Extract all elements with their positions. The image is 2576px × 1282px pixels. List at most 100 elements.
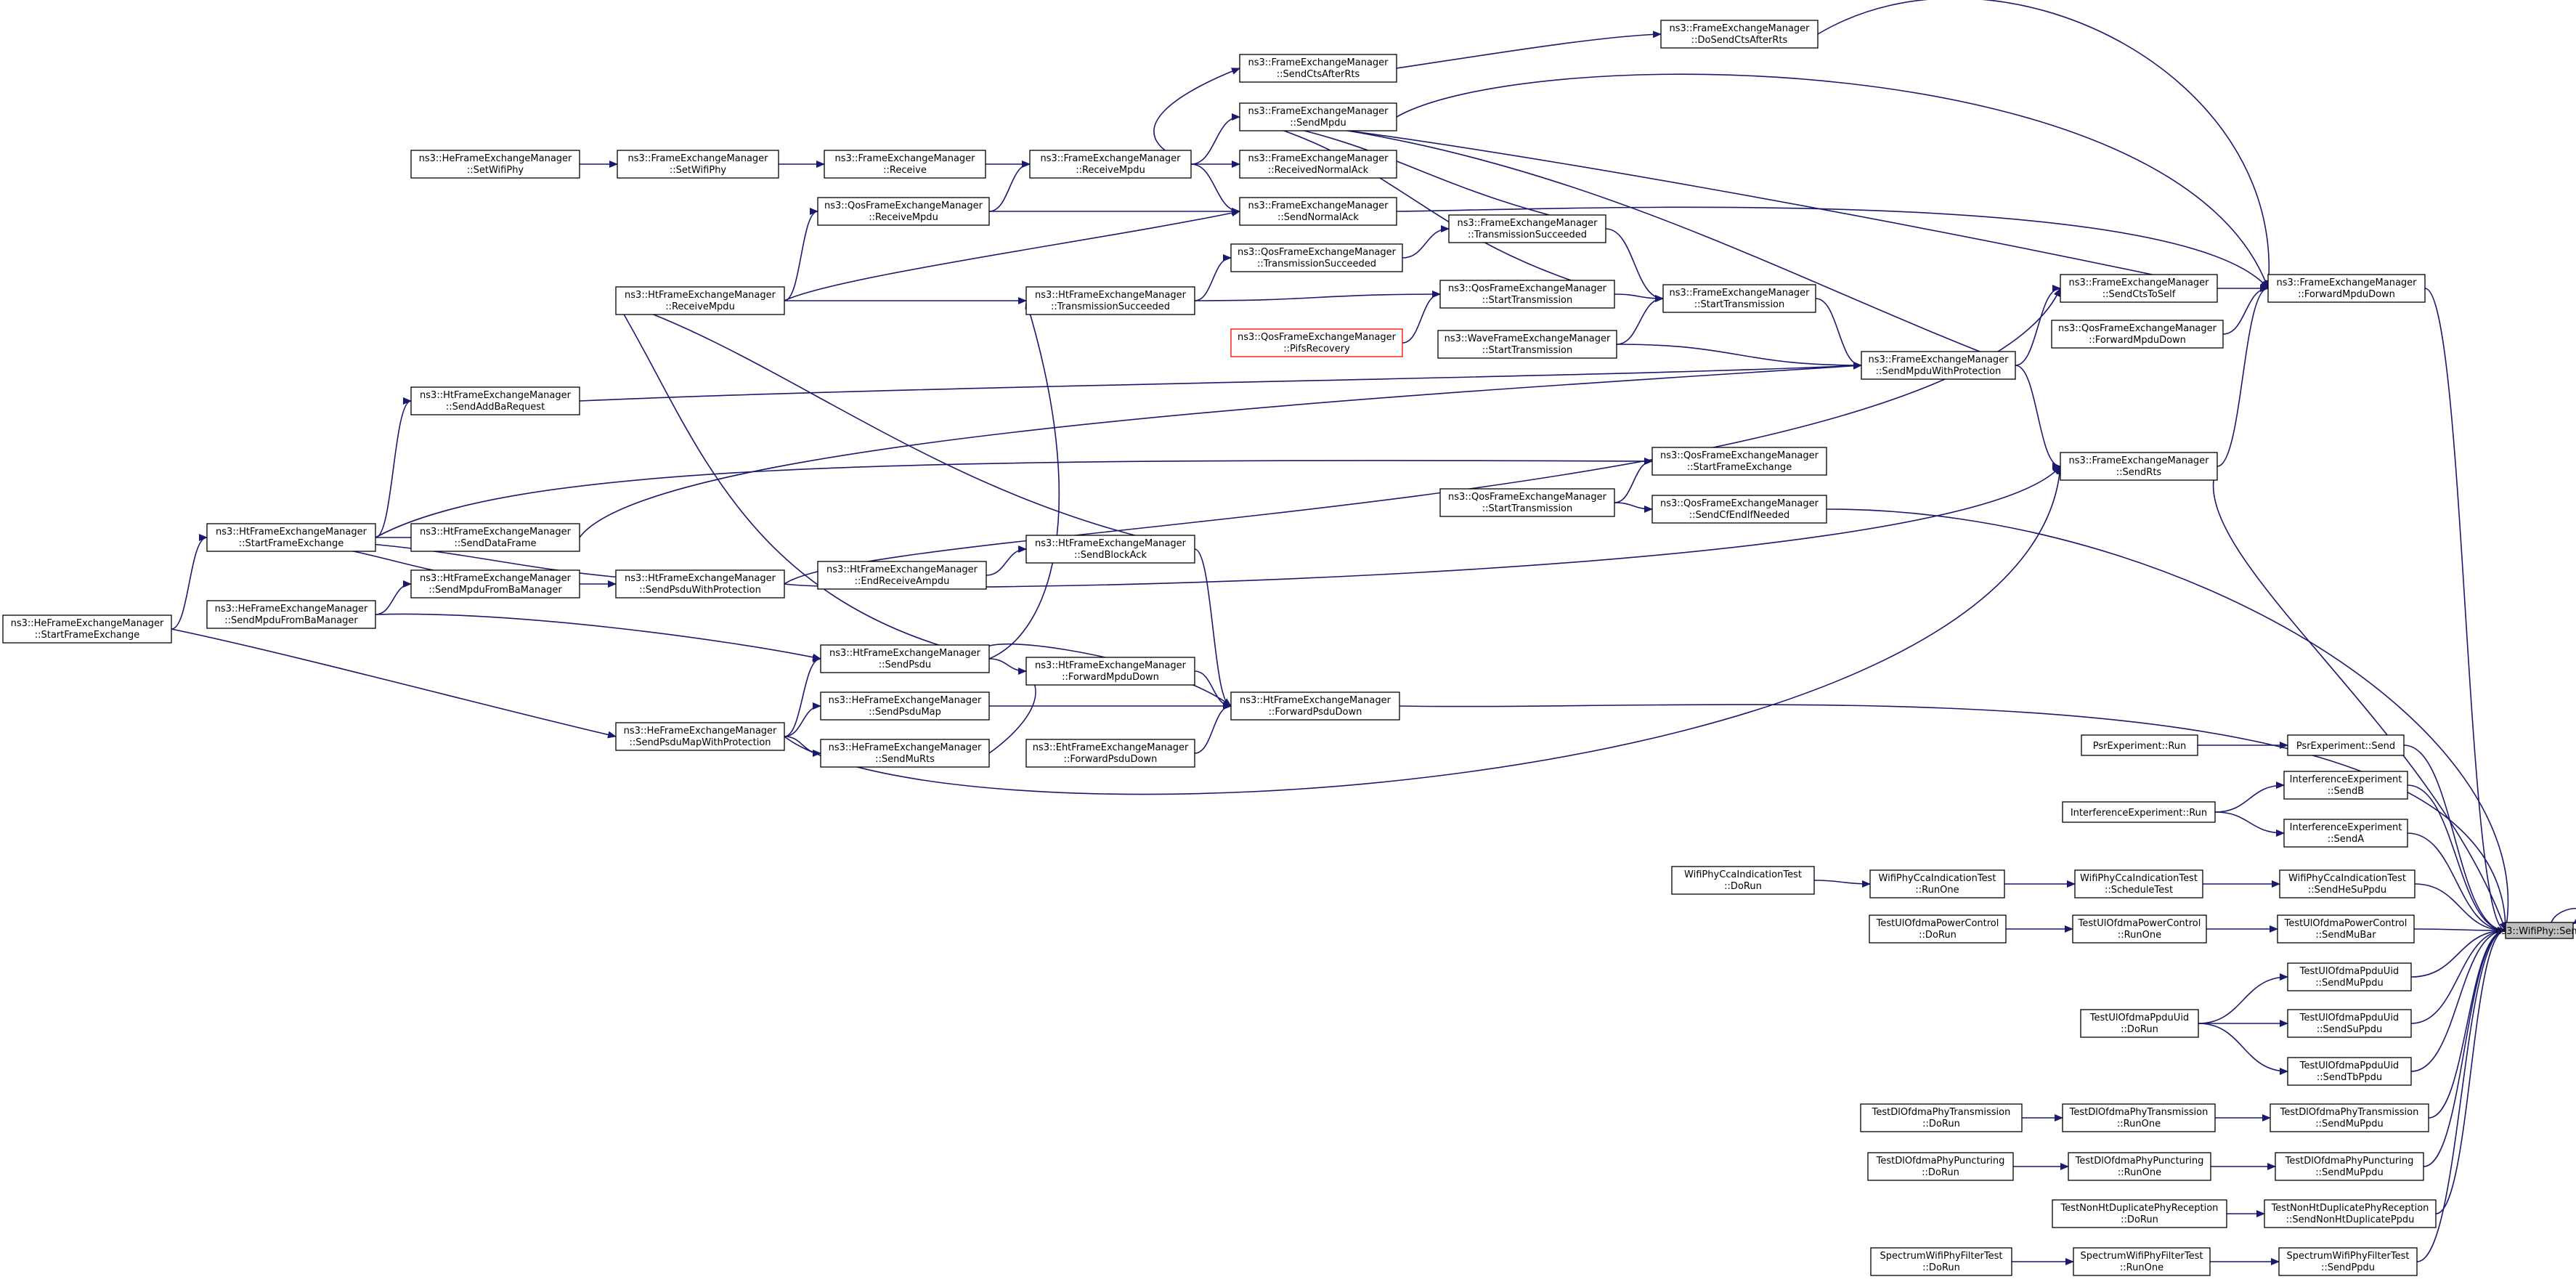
graph-node-n52[interactable]: TestUlOfdmaPowerControl::DoRun bbox=[1869, 914, 2007, 944]
graph-node-n56[interactable]: TestUlOfdmaPpduUid::SendMuPpdu bbox=[2287, 962, 2412, 991]
graph-node-n67[interactable]: TestNonHtDuplicatePhyReception::SendNonH… bbox=[2264, 1199, 2437, 1228]
graph-node-n20[interactable]: ns3::FrameExchangeManager::ForwardMpduDo… bbox=[2267, 274, 2426, 303]
graph-node-n40[interactable]: ns3::HeFrameExchangeManager::SendPsduMap… bbox=[615, 722, 785, 751]
graph-node-n38[interactable]: ns3::HeFrameExchangeManager::SendPsduMap bbox=[820, 691, 990, 721]
graph-node-n64[interactable]: TestDlOfdmaPhyPuncturing::RunOne bbox=[2068, 1152, 2211, 1181]
graph-node-n39[interactable]: ns3::HtFrameExchangeManager::ForwardPsdu… bbox=[1230, 691, 1400, 721]
node-box bbox=[1869, 869, 2005, 898]
graph-node-n49[interactable]: WifiPhyCcaIndicationTest::RunOne bbox=[1869, 869, 2005, 898]
graph-node-n28[interactable]: ns3::HtFrameExchangeManager::StartFrameE… bbox=[206, 523, 376, 552]
graph-node-n50[interactable]: WifiPhyCcaIndicationTest::ScheduleTest bbox=[2074, 869, 2203, 898]
graph-node-n69[interactable]: SpectrumWifiPhyFilterTest::RunOne bbox=[2073, 1247, 2211, 1276]
graph-node-n46[interactable]: InterferenceExperiment::Run bbox=[2062, 801, 2216, 823]
graph-node-n31[interactable]: ns3::HtFrameExchangeManager::EndReceiveA… bbox=[817, 561, 987, 590]
graph-node-n6[interactable]: ns3::HtFrameExchangeManager::ReceiveMpdu bbox=[615, 286, 785, 315]
graph-node-n58[interactable]: TestUlOfdmaPpduUid::SendSuPpdu bbox=[2287, 1009, 2412, 1038]
graph-node-n45[interactable]: InterferenceExperiment::SendB bbox=[2283, 771, 2408, 800]
graph-node-n15[interactable]: ns3::QosFrameExchangeManager::StartTrans… bbox=[1439, 280, 1615, 309]
graph-node-n37[interactable]: ns3::HtFrameExchangeManager::ForwardMpdu… bbox=[1025, 657, 1195, 686]
graph-node-n61[interactable]: TestDlOfdmaPhyTransmission::RunOne bbox=[2062, 1103, 2216, 1132]
call-edge-n14-n13 bbox=[1194, 254, 1232, 301]
graph-node-n42[interactable]: ns3::EhtFrameExchangeManager::ForwardPsd… bbox=[1025, 739, 1195, 768]
graph-node-n33[interactable]: ns3::HtFrameExchangeManager::SendPsduWit… bbox=[615, 569, 785, 599]
graph-node-n11[interactable]: ns3::FrameExchangeManager::SendNormalAck bbox=[1239, 197, 1397, 226]
graph-node-n19[interactable]: ns3::FrameExchangeManager::SendCtsToSelf bbox=[2060, 274, 2218, 303]
node-label: InterferenceExperiment bbox=[2290, 774, 2402, 785]
graph-node-n44[interactable]: PsrExperiment::Send bbox=[2287, 734, 2405, 756]
graph-node-n1[interactable]: ns3::HeFrameExchangeManager::SetWifiPhy bbox=[410, 150, 580, 179]
graph-node-n54[interactable]: TestUlOfdmaPowerControl::SendMuBar bbox=[2277, 914, 2415, 944]
call-edge-n57-n59 bbox=[2198, 1023, 2288, 1075]
graph-node-n22[interactable]: ns3::FrameExchangeManager::SendMpduWithP… bbox=[1861, 351, 2016, 380]
graph-node-n16[interactable]: ns3::FrameExchangeManager::StartTransmis… bbox=[1662, 284, 1816, 313]
node-label: ::SendCtsAfterRts bbox=[1277, 69, 1360, 80]
graph-node-n41[interactable]: ns3::HeFrameExchangeManager::SendMuRts bbox=[820, 739, 990, 768]
graph-node-n63[interactable]: TestDlOfdmaPhyPuncturing::DoRun bbox=[1867, 1152, 2014, 1181]
node-label: ns3::QosFrameExchangeManager bbox=[1448, 492, 1607, 503]
graph-node-n4[interactable]: ns3::FrameExchangeManager::ReceiveMpdu bbox=[1029, 150, 1192, 179]
graph-node-n51[interactable]: WifiPhyCcaIndicationTest::SendHeSuPpdu bbox=[2279, 869, 2415, 898]
graph-node-n35[interactable]: ns3::HeFrameExchangeManager::StartFrameE… bbox=[2, 614, 172, 644]
graph-node-n30[interactable]: ns3::HtFrameExchangeManager::SendBlockAc… bbox=[1025, 535, 1195, 564]
node-label: SpectrumWifiPhyFilterTest bbox=[2081, 1251, 2203, 1262]
graph-node-n60[interactable]: TestDlOfdmaPhyTransmission::DoRun bbox=[1860, 1103, 2023, 1132]
graph-node-n18[interactable]: ns3::WaveFrameExchangeManager::StartTran… bbox=[1437, 330, 1617, 359]
node-label: ::TransmissionSucceeded bbox=[1468, 230, 1587, 240]
graph-node-n14[interactable]: ns3::HtFrameExchangeManager::Transmissio… bbox=[1025, 286, 1195, 315]
node-box bbox=[2081, 734, 2198, 756]
graph-node-n66[interactable]: TestNonHtDuplicatePhyReception::DoRun bbox=[2052, 1199, 2227, 1228]
graph-node-n23[interactable]: ns3::HtFrameExchangeManager::SendAddBaRe… bbox=[410, 386, 580, 415]
graph-node-n68[interactable]: SpectrumWifiPhyFilterTest::DoRun bbox=[1870, 1247, 2012, 1276]
graph-node-n65[interactable]: TestDlOfdmaPhyPuncturing::SendMuPpdu bbox=[2275, 1152, 2424, 1181]
node-label: TestUlOfdmaPowerControl bbox=[2284, 918, 2408, 929]
graph-node-n8[interactable]: ns3::FrameExchangeManager::DoSendCtsAfte… bbox=[1660, 20, 1819, 49]
call-edge-n12-n16 bbox=[1605, 228, 1664, 302]
node-label: TestUlOfdmaPowerControl bbox=[2078, 918, 2201, 929]
graph-node-n47[interactable]: InterferenceExperiment::SendA bbox=[2283, 819, 2408, 848]
graph-node-n70[interactable]: SpectrumWifiPhyFilterTest::SendPpdu bbox=[2278, 1247, 2418, 1276]
graph-node-n57[interactable]: TestUlOfdmaPpduUid::DoRun bbox=[2080, 1009, 2199, 1038]
graph-node-n10[interactable]: ns3::FrameExchangeManager::ReceivedNorma… bbox=[1239, 150, 1397, 179]
graph-node-n24[interactable]: ns3::QosFrameExchangeManager::StartFrame… bbox=[1651, 447, 1827, 476]
graph-node-n5[interactable]: ns3::QosFrameExchangeManager::ReceiveMpd… bbox=[817, 197, 990, 226]
node-label: ns3::FrameExchangeManager bbox=[1248, 153, 1389, 164]
graph-node-n17[interactable]: ns3::QosFrameExchangeManager::PifsRecove… bbox=[1230, 328, 1403, 357]
call-edge-n7-n8 bbox=[1396, 31, 1662, 69]
graph-node-n13[interactable]: ns3::QosFrameExchangeManager::Transmissi… bbox=[1230, 243, 1403, 272]
graph-node-n29[interactable]: ns3::HtFrameExchangeManager::SendDataFra… bbox=[410, 523, 580, 552]
graph-node-n2[interactable]: ns3::FrameExchangeManager::SetWifiPhy bbox=[617, 150, 779, 179]
graph-node-n36[interactable]: ns3::HtFrameExchangeManager::SendPsdu bbox=[820, 644, 990, 673]
node-label: ::SendCtsToSelf bbox=[2102, 289, 2176, 300]
node-label: ::SendNonHtDuplicatePpdu bbox=[2286, 1214, 2415, 1225]
graph-node-n25[interactable]: ns3::FrameExchangeManager::SendRts bbox=[2060, 452, 2218, 481]
call-edge-n28-n23 bbox=[375, 397, 412, 538]
graph-node-n7[interactable]: ns3::FrameExchangeManager::SendCtsAfterR… bbox=[1239, 54, 1397, 83]
graph-node-n59[interactable]: TestUlOfdmaPpduUid::SendTbPpdu bbox=[2287, 1057, 2412, 1086]
call-edge-n27-n55 bbox=[1826, 508, 2511, 931]
node-label: ::SendSuPpdu bbox=[2317, 1024, 2383, 1035]
graph-node-n32[interactable]: ns3::HtFrameExchangeManager::SendMpduFro… bbox=[410, 569, 580, 599]
graph-node-n55[interactable]: ns3::WifiPhy::Send bbox=[2495, 922, 2576, 939]
graph-node-n3[interactable]: ns3::FrameExchangeManager::Receive bbox=[824, 150, 986, 179]
node-label: ns3::HtFrameExchangeManager bbox=[1035, 660, 1187, 671]
graph-node-n34[interactable]: ns3::HeFrameExchangeManager::SendMpduFro… bbox=[206, 600, 376, 629]
graph-node-n12[interactable]: ns3::FrameExchangeManager::TransmissionS… bbox=[1448, 214, 1606, 243]
graph-node-n27[interactable]: ns3::QosFrameExchangeManager::SendCfEndI… bbox=[1651, 495, 1827, 524]
call-edge-n5-n4 bbox=[988, 161, 1031, 212]
graph-node-n43[interactable]: PsrExperiment::Run bbox=[2081, 734, 2198, 756]
node-box bbox=[617, 150, 779, 179]
node-box bbox=[2283, 819, 2408, 848]
node-label: ::TransmissionSucceeded bbox=[1257, 259, 1376, 269]
graph-node-n21[interactable]: ns3::QosFrameExchangeManager::ForwardMpd… bbox=[2051, 320, 2224, 349]
node-box bbox=[2074, 869, 2203, 898]
node-box bbox=[2287, 962, 2412, 991]
graph-node-n53[interactable]: TestUlOfdmaPowerControl::RunOne bbox=[2072, 914, 2207, 944]
graph-node-n48[interactable]: WifiPhyCcaIndicationTest::DoRun bbox=[1671, 866, 1815, 895]
graph-node-n9[interactable]: ns3::FrameExchangeManager::SendMpdu bbox=[1239, 102, 1397, 131]
node-box bbox=[2277, 914, 2415, 944]
call-edge-n67-n55 bbox=[2435, 927, 2506, 1214]
graph-node-n62[interactable]: TestDlOfdmaPhyTransmission::SendMuPpdu bbox=[2270, 1103, 2429, 1132]
node-label: ns3::QosFrameExchangeManager bbox=[1448, 283, 1607, 294]
node-label: ::StartTransmission bbox=[1482, 503, 1573, 514]
graph-node-n26[interactable]: ns3::QosFrameExchangeManager::StartTrans… bbox=[1439, 488, 1615, 517]
